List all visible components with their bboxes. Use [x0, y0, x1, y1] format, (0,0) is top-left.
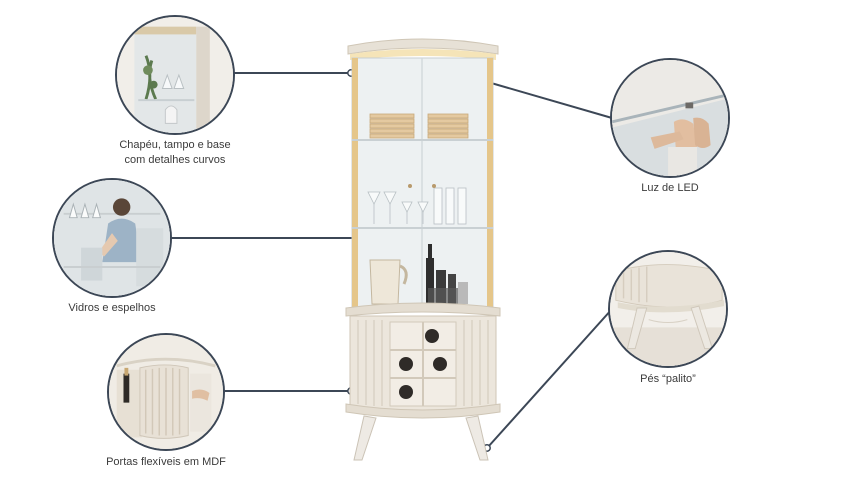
callout-image-doors — [107, 333, 225, 451]
callout-image-led — [610, 58, 730, 178]
caption-doors-line-1: Portas flexíveis em MDF — [106, 456, 226, 468]
caption-doors: Portas flexíveis em MDF — [86, 455, 246, 470]
caption-top-line-2: com detalhes curvos — [124, 154, 226, 166]
caption-led: Luz de LED — [600, 181, 740, 196]
callout-image-feet — [608, 250, 728, 368]
caption-led-line-1: Luz de LED — [641, 182, 699, 194]
callout-image-glass — [52, 178, 172, 298]
caption-top: Chapéu, tampo e base com detalhes curvos — [95, 138, 255, 168]
cabinet-product-image — [340, 38, 505, 468]
caption-top-line-1: Chapéu, tampo e base — [119, 139, 231, 151]
callout-image-top — [115, 15, 235, 135]
caption-feet-line-1: Pés “palito” — [640, 373, 696, 385]
caption-glass: Vidros e espelhos — [32, 301, 192, 316]
caption-feet: Pés “palito” — [598, 372, 738, 387]
line-feet — [487, 308, 613, 448]
caption-glass-line-1: Vidros e espelhos — [68, 302, 156, 314]
